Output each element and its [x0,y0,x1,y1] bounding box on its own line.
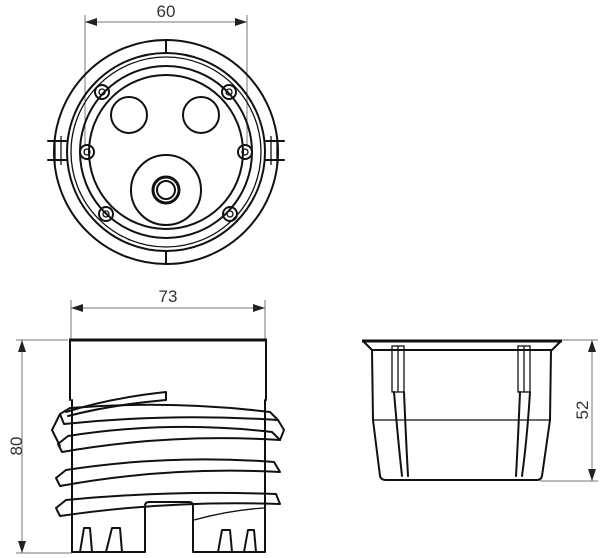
knockout-right [182,96,220,134]
dimension-80: 80 [7,339,72,554]
top-view: 60 [47,2,285,265]
threaded-side-view: 73 80 [7,287,285,554]
dimension-73: 73 [70,287,266,340]
dimension-label-60: 60 [157,2,176,21]
dimension-label-80: 80 [7,437,26,456]
screw-bosses [79,84,253,222]
dimension-60: 60 [84,2,248,145]
dimension-52: 52 [540,339,598,482]
dimension-label-73: 73 [159,287,178,306]
left-clip [47,136,67,165]
right-clip [265,136,285,165]
section-side-view: 52 [362,339,598,482]
knockout-left [110,96,148,134]
knockout-center [130,154,202,226]
dimension-label-52: 52 [573,401,592,420]
